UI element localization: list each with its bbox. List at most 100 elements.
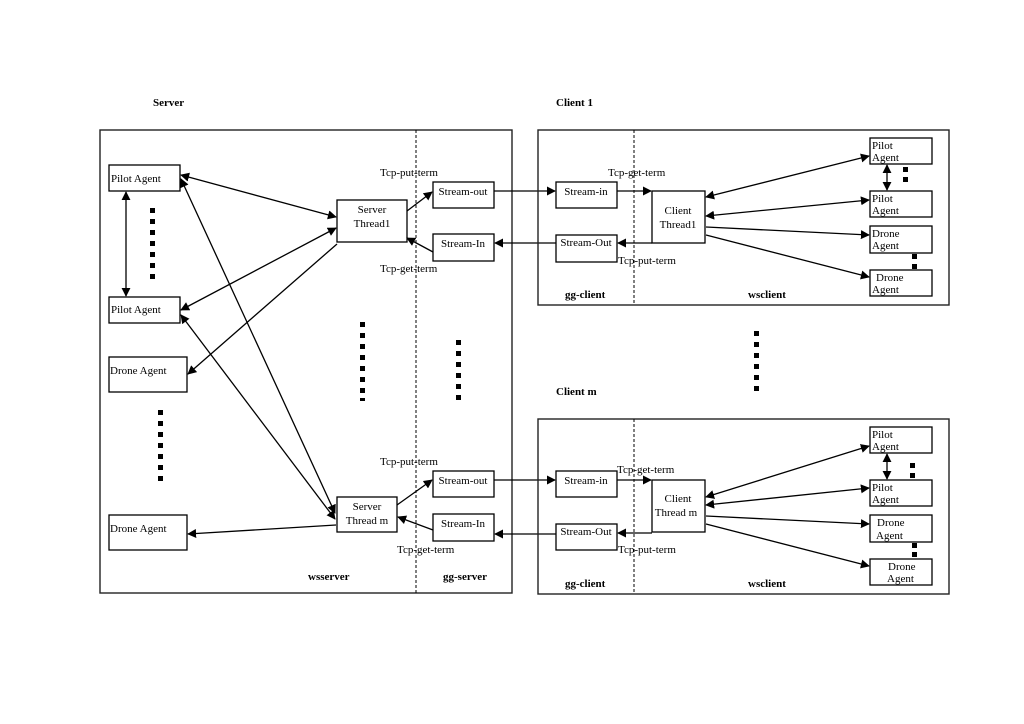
server-tcp-get-label-m: Tcp-get-term	[397, 544, 455, 556]
client1-title: Client 1	[556, 97, 593, 109]
clientm-thread[interactable]: Client Thread m	[651, 479, 706, 533]
client1-pilot-agent-2[interactable]: Pilot Agent	[869, 190, 933, 218]
server-thread-m[interactable]: Server Thread m	[336, 496, 398, 533]
svg-text:Agent: Agent	[872, 240, 899, 252]
svg-text:Pilot Agent: Pilot Agent	[111, 304, 161, 316]
clientm-stream-in[interactable]: Stream-in	[555, 470, 618, 498]
server-thread-ellipsis	[360, 322, 365, 401]
svg-text:Thread m: Thread m	[655, 507, 698, 519]
client1-drone-ellipsis	[912, 254, 917, 269]
network-links	[494, 186, 556, 539]
server-stream-in-m[interactable]: Stream-In	[432, 513, 495, 542]
svg-text:Drone Agent: Drone Agent	[110, 365, 167, 377]
server-stream-out-m[interactable]: Stream-out	[432, 470, 495, 498]
server-tcp-get-label-1: Tcp-get-term	[380, 263, 438, 275]
server-stream-in-1[interactable]: Stream-In	[432, 233, 495, 262]
clientm-panel: Stream-in Stream-Out Client Thread m Tcp…	[537, 418, 950, 595]
clientm-drone-ellipsis	[912, 543, 917, 557]
clientm-frame	[537, 418, 950, 595]
thread1-streamout-link	[406, 191, 433, 212]
svg-text:Server: Server	[358, 204, 387, 216]
clientm-wsclient-label: wsclient	[748, 578, 786, 590]
clients-ellipsis	[754, 331, 759, 391]
server-stream-out-1[interactable]: Stream-out	[432, 181, 495, 209]
svg-text:Agent: Agent	[872, 494, 899, 506]
svg-text:Client: Client	[665, 493, 692, 505]
svg-text:Stream-out: Stream-out	[439, 186, 488, 198]
svg-text:Stream-In: Stream-In	[441, 518, 485, 530]
client1-frame	[537, 129, 950, 306]
svg-text:Agent: Agent	[887, 573, 914, 585]
gg-server-label: gg-server	[443, 571, 487, 583]
server-drone-agent-1[interactable]: Drone Agent	[108, 356, 188, 393]
client1-wsclient-label: wsclient	[748, 289, 786, 301]
threadm-drone2-link	[187, 524, 337, 539]
client1-tcp-put-label: Tcp-put-term	[618, 255, 676, 267]
server-pilot-agent-2[interactable]: Pilot Agent	[108, 296, 181, 324]
server-connections	[121, 172, 434, 539]
svg-text:Drone Agent: Drone Agent	[110, 523, 167, 535]
streamin-thread1-link	[406, 237, 434, 253]
pilot1-thread1-link	[180, 172, 337, 220]
server-pilot-agent-1[interactable]: Pilot Agent	[108, 164, 181, 192]
clientm-pilot-ellipsis	[910, 463, 915, 478]
clientm-title: Client m	[556, 386, 597, 398]
server-drone-agent-2[interactable]: Drone Agent	[108, 514, 188, 551]
gg-server-ellipsis	[456, 340, 461, 400]
svg-text:Agent: Agent	[872, 441, 899, 453]
wsserver-label: wsserver	[308, 571, 350, 583]
streamin-threadm-link	[397, 515, 434, 531]
server-thread-1[interactable]: Server Thread1	[336, 199, 408, 243]
svg-text:Stream-in: Stream-in	[564, 475, 608, 487]
server-title: Server	[153, 97, 184, 109]
clientm-drone-agent-1[interactable]: Drone Agent	[869, 514, 933, 543]
client1-gg-client-label: gg-client	[565, 289, 606, 301]
client1-connections	[617, 153, 892, 280]
svg-text:Stream-out: Stream-out	[439, 475, 488, 487]
client1-stream-out[interactable]: Stream-Out	[555, 234, 618, 263]
svg-text:Agent: Agent	[872, 205, 899, 217]
clientm-drone-agent-2[interactable]: Drone Agent	[869, 558, 933, 586]
server-drone-ellipsis	[158, 410, 163, 481]
svg-text:Thread1: Thread1	[354, 218, 391, 230]
svg-text:Agent: Agent	[872, 284, 899, 296]
svg-text:Pilot: Pilot	[872, 193, 893, 205]
server-tcp-put-label-m: Tcp-put-term	[380, 456, 438, 468]
client1-drone-agent-1[interactable]: Drone Agent	[869, 225, 933, 254]
clientm-tcp-get-label: Tcp-get-term	[617, 464, 675, 476]
svg-text:Drone: Drone	[872, 228, 900, 240]
svg-text:Stream-in: Stream-in	[564, 186, 608, 198]
svg-text:Agent: Agent	[876, 530, 903, 542]
pilot2-thread1-link	[180, 227, 337, 311]
client1-thread[interactable]: Client Thread1	[651, 190, 706, 244]
clientm-pilot-agent-2[interactable]: Pilot Agent	[869, 479, 933, 507]
svg-text:Pilot: Pilot	[872, 429, 893, 441]
svg-text:Stream-In: Stream-In	[441, 238, 485, 250]
svg-text:Thread m: Thread m	[346, 515, 389, 527]
client1-stream-in[interactable]: Stream-in	[555, 181, 618, 209]
svg-text:Agent: Agent	[872, 152, 899, 164]
client1-pilot-ellipsis	[903, 167, 908, 182]
client1-panel: Stream-in Stream-Out Client Thread1 Tcp-…	[537, 129, 950, 306]
svg-text:Drone: Drone	[876, 272, 904, 284]
clientm-stream-out[interactable]: Stream-Out	[555, 523, 618, 551]
svg-text:Drone: Drone	[888, 561, 916, 573]
server-frame	[99, 129, 513, 594]
svg-text:Pilot: Pilot	[872, 482, 893, 494]
clientm-connections	[617, 444, 892, 569]
svg-text:Thread1: Thread1	[660, 219, 697, 231]
svg-text:Pilot: Pilot	[872, 140, 893, 152]
threadm-streamout-link	[396, 479, 433, 506]
server-panel: Pilot Agent Pilot Agent Drone Agent Dron…	[99, 129, 513, 594]
server-tcp-put-label-1: Tcp-put-term	[380, 167, 438, 179]
pilot2-threadm-link	[180, 314, 336, 520]
clientm-tcp-put-label: Tcp-put-term	[618, 544, 676, 556]
client1-drone-agent-2[interactable]: Drone Agent	[869, 269, 933, 297]
svg-text:Stream-Out: Stream-Out	[560, 526, 611, 538]
client1-tcp-get-label: Tcp-get-term	[608, 167, 666, 179]
clientm-pilot-agent-1[interactable]: Pilot Agent	[869, 426, 933, 454]
svg-text:Pilot Agent: Pilot Agent	[111, 173, 161, 185]
svg-text:Drone: Drone	[877, 517, 905, 529]
client1-pilot-agent-1[interactable]: Pilot Agent	[869, 137, 933, 165]
